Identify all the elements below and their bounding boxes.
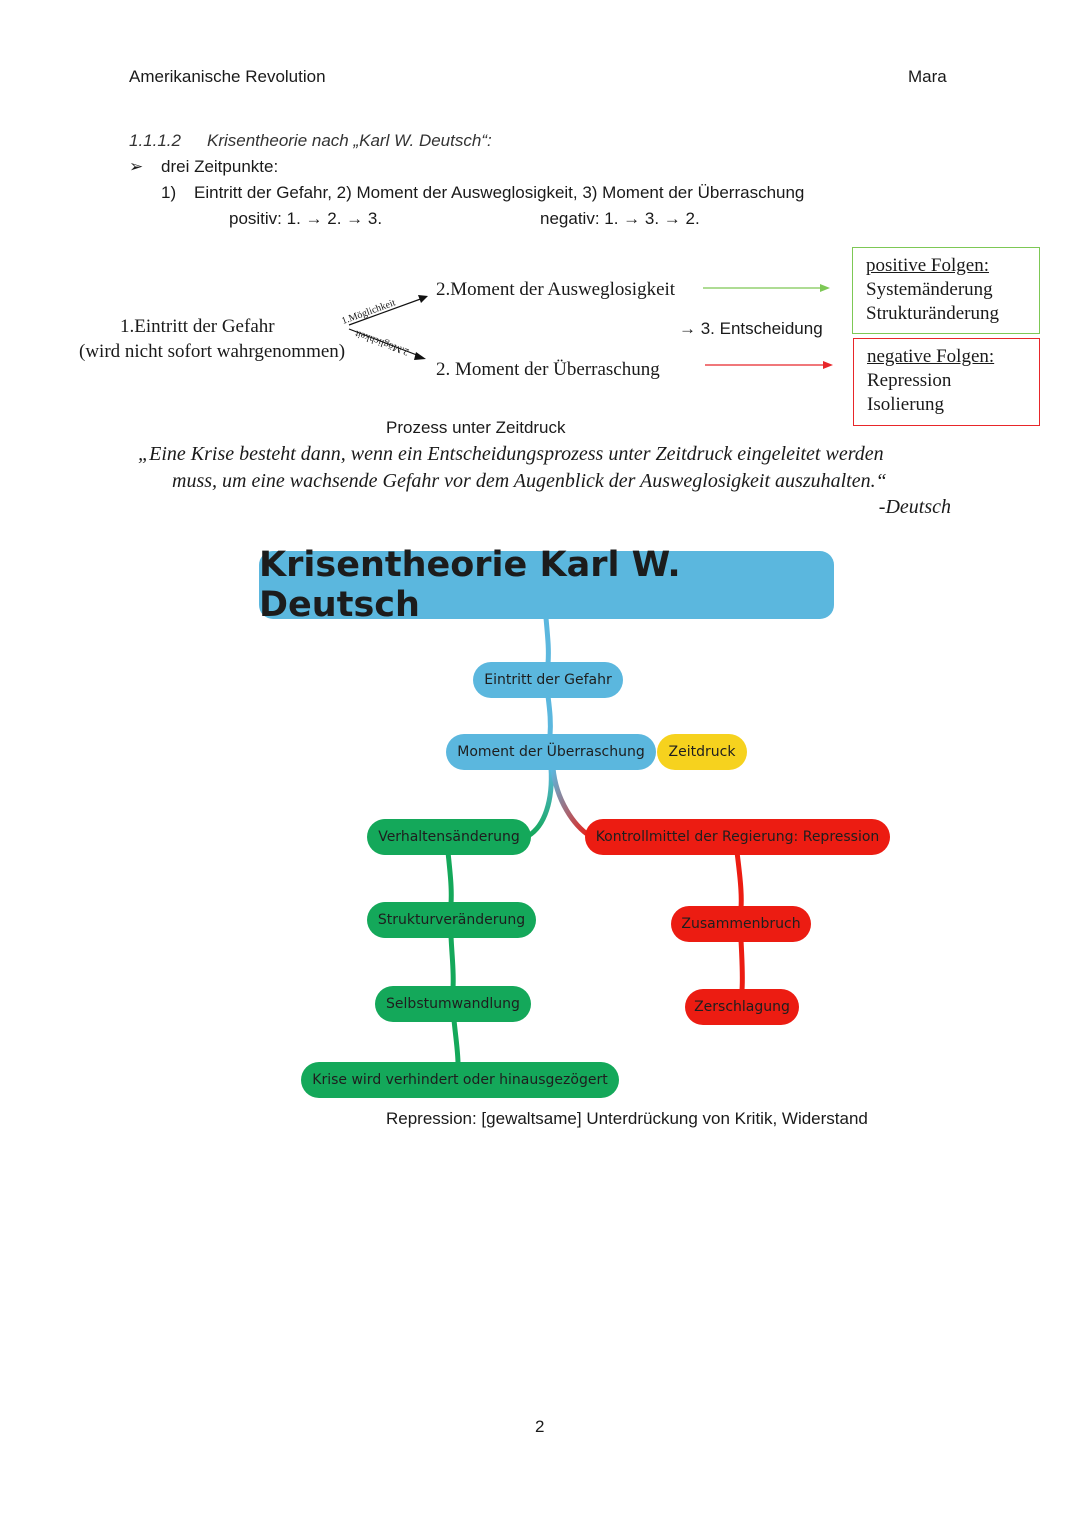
negative-arrowhead [823, 361, 833, 369]
document-header-author: Mara [908, 67, 947, 86]
node-kontrollmittel-repression: Kontrollmittel der Regierung: Repression [585, 819, 890, 855]
lower-branch-arrowhead [414, 352, 426, 360]
section-title: Krisentheorie nach „Karl W. Deutsch“: [207, 131, 492, 150]
node-krise-verhindert: Krise wird verhindert oder hinausgezöger… [301, 1062, 619, 1098]
diagram-start-label: 1.Eintritt der Gefahr [120, 316, 275, 337]
negative-consequence-item: Isolierung [867, 394, 945, 415]
lower-target-label: 2. Moment der Überraschung [436, 359, 660, 380]
bullet-marker: ➢ [129, 157, 144, 176]
negative-consequences-heading: negative Folgen: [867, 346, 995, 367]
node-strukturveraenderung: Strukturveränderung [367, 902, 536, 938]
node-zusammenbruch: Zusammenbruch [671, 906, 811, 942]
positive-consequences-heading: positive Folgen: [866, 255, 989, 276]
sequence-positive: positiv: 1. → 2. → 3. [229, 209, 383, 228]
upper-branch-arrowhead [418, 295, 428, 303]
bullet-text: drei Zeitpunkte: [161, 157, 279, 176]
quote-line: muss, um eine wachsende Gefahr vor dem A… [172, 470, 887, 492]
lower-branch-arrow [348, 328, 423, 358]
section-number: 1.1.1.2 [129, 131, 181, 150]
node-eintritt-der-gefahr: Eintritt der Gefahr [473, 662, 623, 698]
decision-label: → 3. Entscheidung [679, 319, 823, 338]
node-zeitdruck: Zeitdruck [657, 734, 747, 770]
positive-arrowhead [820, 284, 830, 292]
negative-consequences-box: negative Folgen: Repression Isolierung [853, 338, 1040, 426]
list-marker: 1) [161, 183, 177, 202]
upper-branch-arrow [348, 296, 427, 326]
positive-consequences-box: positive Folgen: Systemänderung Struktur… [852, 247, 1040, 334]
sequence-negative: negativ: 1. → 3. → 2. [540, 209, 700, 228]
node-verhaltensaenderung: Verhaltensänderung [367, 819, 531, 855]
mindmap-title: Krisentheorie Karl W. Deutsch [259, 545, 834, 625]
quote-line: „Eine Krise besteht dann, wenn ein Entsc… [138, 443, 884, 465]
diagram-caption: Prozess unter Zeitdruck [386, 418, 566, 437]
list-text: Eintritt der Gefahr, 2) Moment der Auswe… [194, 183, 805, 202]
positive-consequence-item: Systemänderung [866, 279, 993, 300]
node-moment-der-ueberraschung: Moment der Überraschung [446, 734, 656, 770]
page-number: 2 [535, 1417, 545, 1436]
node-zerschlagung: Zerschlagung [685, 989, 799, 1025]
document-header-title: Amerikanische Revolution [129, 67, 326, 86]
definition-repression: Repression: [gewaltsame] Unterdrückung v… [386, 1109, 868, 1128]
quote-author: -Deutsch [878, 496, 951, 518]
diagram-start-note: (wird nicht sofort wahrgenommen) [79, 341, 346, 362]
node-selbstumwandlung: Selbstumwandlung [375, 986, 531, 1022]
negative-consequence-item: Repression [867, 370, 952, 391]
flow-diagram-arrows [348, 284, 833, 369]
positive-consequence-item: Strukturänderung [866, 303, 999, 324]
upper-target-label: 2.Moment der Ausweglosigkeit [436, 279, 676, 300]
